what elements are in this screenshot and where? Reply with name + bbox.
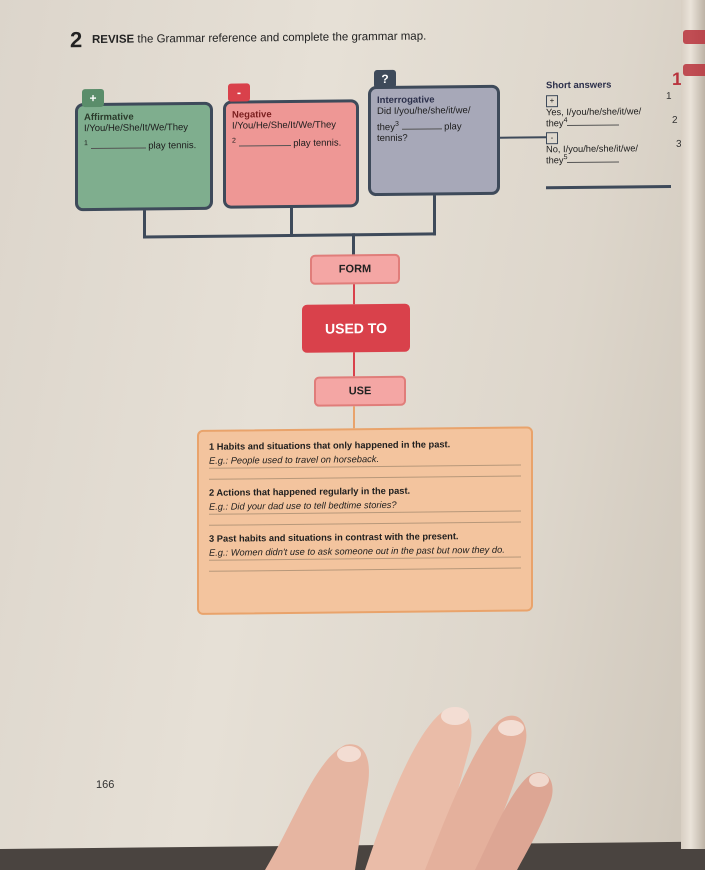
interrogative-they: they [377, 122, 395, 134]
connector-usebox [353, 406, 355, 429]
plus-badge: + [82, 88, 104, 108]
connector-aff [143, 210, 146, 239]
interrogative-end: tennis? [377, 132, 408, 145]
interrogative-box: Interrogative Did I/you/he/she/it/we/ th… [368, 84, 500, 197]
blank-number: 5 [563, 154, 568, 162]
minus-badge: - [228, 83, 250, 102]
affirmative-sentence: 1 play tennis. [84, 139, 204, 152]
answer-line[interactable] [209, 557, 521, 572]
affirmative-end: play tennis. [148, 140, 197, 152]
negative-end: play tennis. [293, 137, 342, 150]
exercise-keyword: REVISE [92, 33, 135, 47]
blank-number: 3 [394, 120, 399, 128]
answer-line[interactable] [209, 465, 521, 480]
connector-use [353, 352, 355, 377]
blank-number: 4 [563, 117, 568, 125]
use-label: USE [314, 375, 406, 407]
instruction-text: the Grammar reference and complete the g… [137, 30, 427, 46]
minus-icon: - [546, 132, 558, 145]
connector-neg [290, 207, 293, 237]
affirmative-box: Affirmative I/You/He/She/It/We/They 1 pl… [75, 101, 213, 212]
connector-horizontal [143, 232, 436, 239]
section-tab [683, 64, 705, 76]
blank-number: 1 [84, 140, 88, 148]
uses-box: 1 Habits and situations that only happen… [197, 426, 533, 615]
negative-box: Negative I/You/He/She/It/We/They 2 play … [223, 99, 359, 209]
blank-3[interactable] [401, 128, 442, 130]
question-badge: ? [374, 69, 396, 89]
margin-number: 2 [672, 114, 678, 126]
connector-int [433, 195, 436, 236]
no-they: they [546, 155, 564, 166]
plus-icon: + [546, 95, 558, 108]
blank-number: 2 [232, 137, 236, 145]
short-answer-connector [500, 136, 546, 139]
page-edge [681, 0, 705, 849]
exercise-number: 2 [70, 27, 83, 53]
exercise-instruction: REVISE the Grammar reference and complet… [92, 31, 426, 47]
blank-2[interactable] [238, 145, 291, 147]
blank-1[interactable] [90, 147, 146, 150]
answer-line[interactable] [209, 511, 521, 526]
yes-line: they4 [546, 116, 671, 128]
form-label: FORM [310, 253, 400, 285]
short-answers-heading: Short answers [546, 79, 612, 92]
short-answers-panel: Short answers + Yes, I/you/he/she/it/we/… [546, 78, 671, 190]
connector-form [353, 284, 355, 305]
yes-they: they [546, 118, 564, 129]
use-1-heading: 1 Habits and situations that only happen… [209, 439, 451, 452]
margin-number: 1 [666, 90, 672, 103]
section-tab [683, 30, 705, 44]
hand-photo [265, 707, 553, 870]
no-line: they5 [546, 153, 671, 165]
use-2-heading: 2 Actions that happened regularly in the… [209, 485, 411, 498]
affirmative-subjects: I/You/He/She/It/We/They [84, 122, 189, 135]
blank-5[interactable] [567, 161, 620, 164]
interrogative-play: play [444, 121, 462, 133]
page-number: 166 [96, 778, 115, 791]
negative-subjects: I/You/He/She/It/We/They [232, 119, 337, 132]
blank-4[interactable] [567, 124, 620, 127]
used-to-label: USED TO [302, 303, 410, 353]
use-3-heading: 3 Past habits and situations in contrast… [209, 531, 459, 544]
negative-sentence: 2 play tennis. [232, 136, 350, 150]
interrogative-line1: Did I/you/he/she/it/we/ [377, 105, 471, 118]
